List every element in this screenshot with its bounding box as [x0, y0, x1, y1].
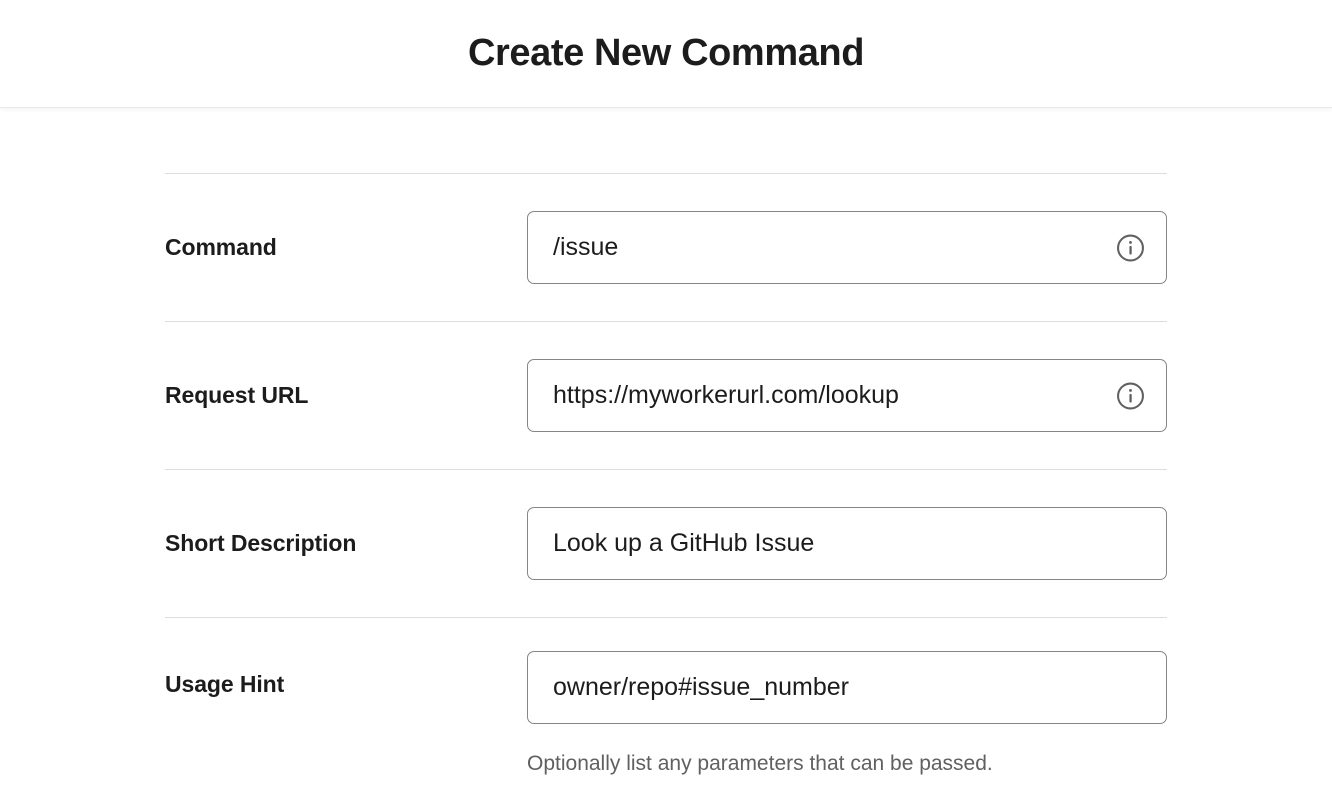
input-wrap-usage-hint: [527, 651, 1167, 724]
label-usage-hint: Usage Hint: [165, 671, 285, 697]
short-description-input[interactable]: [527, 507, 1167, 580]
label-command: Command: [165, 234, 277, 260]
usage-hint-help-text: Optionally list any parameters that can …: [527, 752, 993, 775]
info-icon[interactable]: [1116, 381, 1145, 410]
input-wrap-command: [527, 211, 1167, 284]
field-usage-hint: Optionally list any parameters that can …: [527, 651, 1167, 777]
info-icon[interactable]: [1116, 233, 1145, 262]
page-title: Create New Command: [467, 31, 865, 74]
usage-hint-input[interactable]: [527, 651, 1167, 724]
command-input[interactable]: [527, 211, 1167, 284]
field-request-url: [527, 359, 1167, 432]
modal-body: Command Request URL: [0, 108, 1332, 810]
field-command: [527, 211, 1167, 284]
form-row-request-url: Request URL: [165, 322, 1167, 469]
form-row-short-description: Short Description: [165, 470, 1167, 617]
input-wrap-request-url: [527, 359, 1167, 432]
input-wrap-short-description: [527, 507, 1167, 580]
modal-header: Create New Command: [0, 0, 1332, 108]
label-request-url: Request URL: [165, 382, 309, 408]
divider: [165, 173, 1167, 174]
label-short-description: Short Description: [165, 530, 357, 556]
field-short-description: [527, 507, 1167, 580]
divider: [165, 321, 1167, 322]
request-url-input[interactable]: [527, 359, 1167, 432]
divider: [165, 469, 1167, 470]
form-row-command: Command: [165, 174, 1167, 321]
form-row-usage-hint: Usage Hint Optionally list any parameter…: [165, 618, 1167, 777]
divider: [165, 617, 1167, 618]
command-form: Command Request URL: [165, 108, 1167, 777]
